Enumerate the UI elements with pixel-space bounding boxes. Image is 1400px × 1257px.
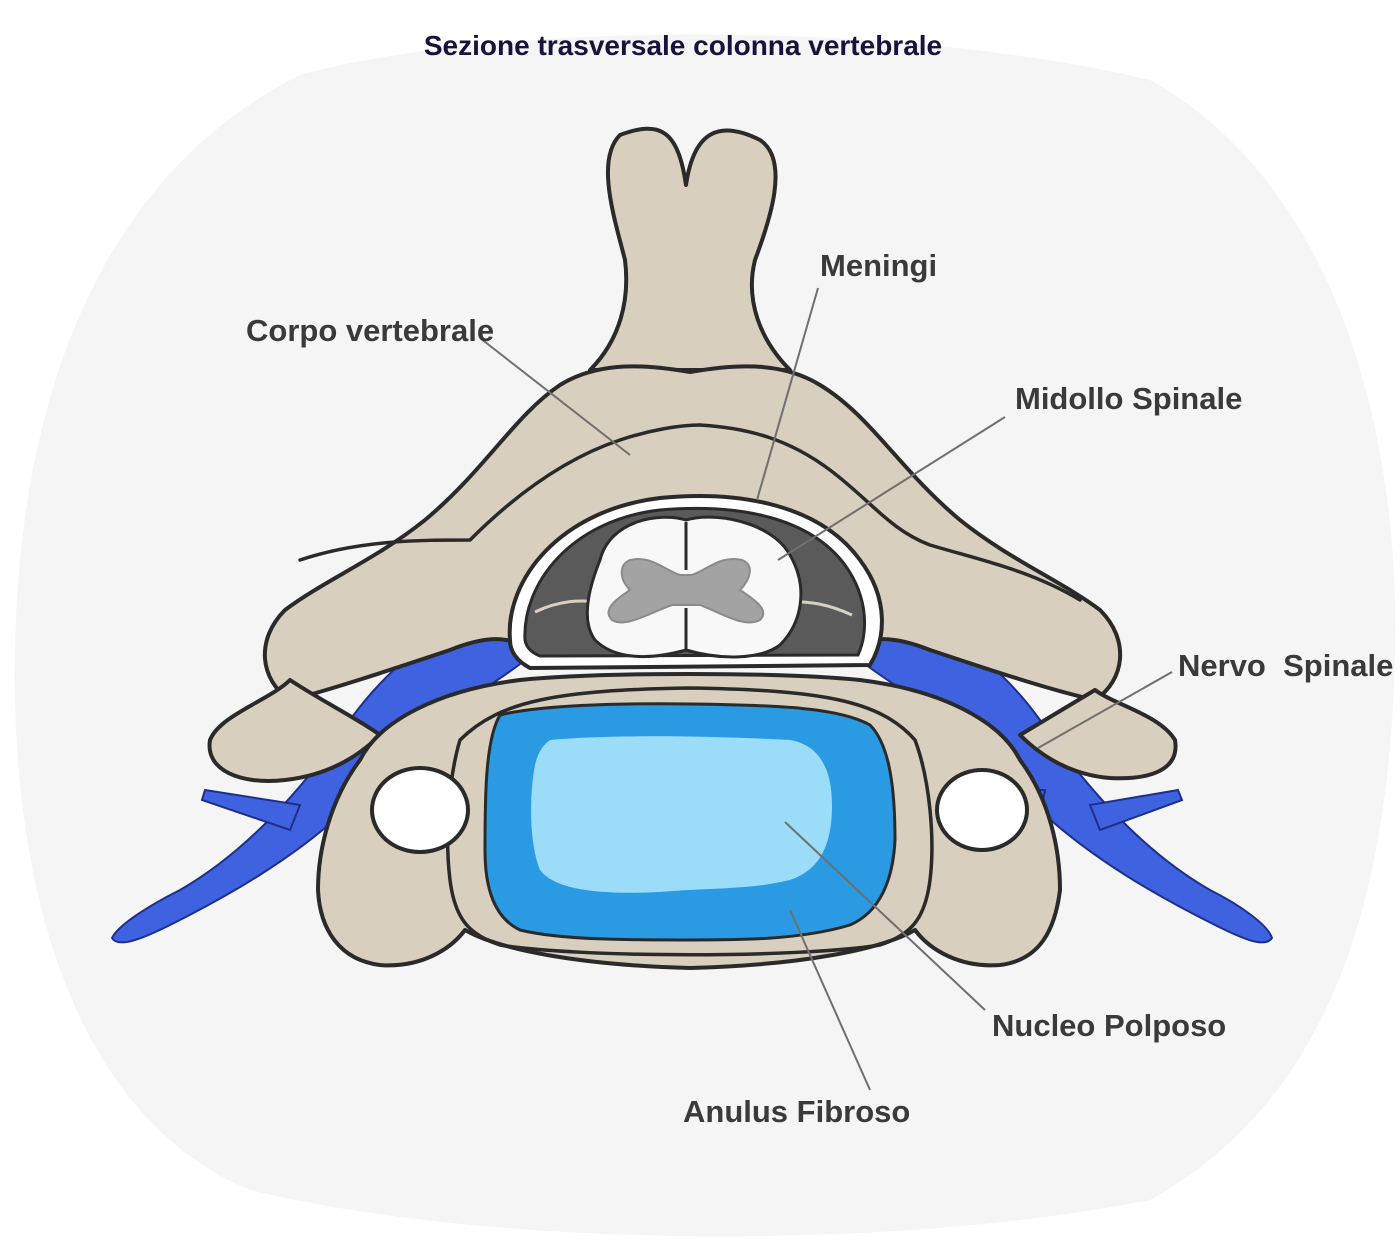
left-transverse-foramen xyxy=(372,768,468,852)
intervertebral-disc xyxy=(485,704,895,940)
nucleo-polposo-shape xyxy=(531,736,832,893)
label-meningi: Meningi xyxy=(820,248,937,283)
label-midollo-spinale: Midollo Spinale xyxy=(1015,381,1242,416)
label-nervo-spinale: Nervo Spinale xyxy=(1178,648,1393,683)
diagram-title: Sezione trasversale colonna vertebrale xyxy=(424,30,942,61)
label-anulus-fibroso: Anulus Fibroso xyxy=(683,1094,910,1129)
label-corpo-vertebrale: Corpo vertebrale xyxy=(246,313,494,348)
label-nucleo-polposo: Nucleo Polposo xyxy=(992,1008,1226,1043)
right-transverse-foramen xyxy=(937,770,1027,850)
